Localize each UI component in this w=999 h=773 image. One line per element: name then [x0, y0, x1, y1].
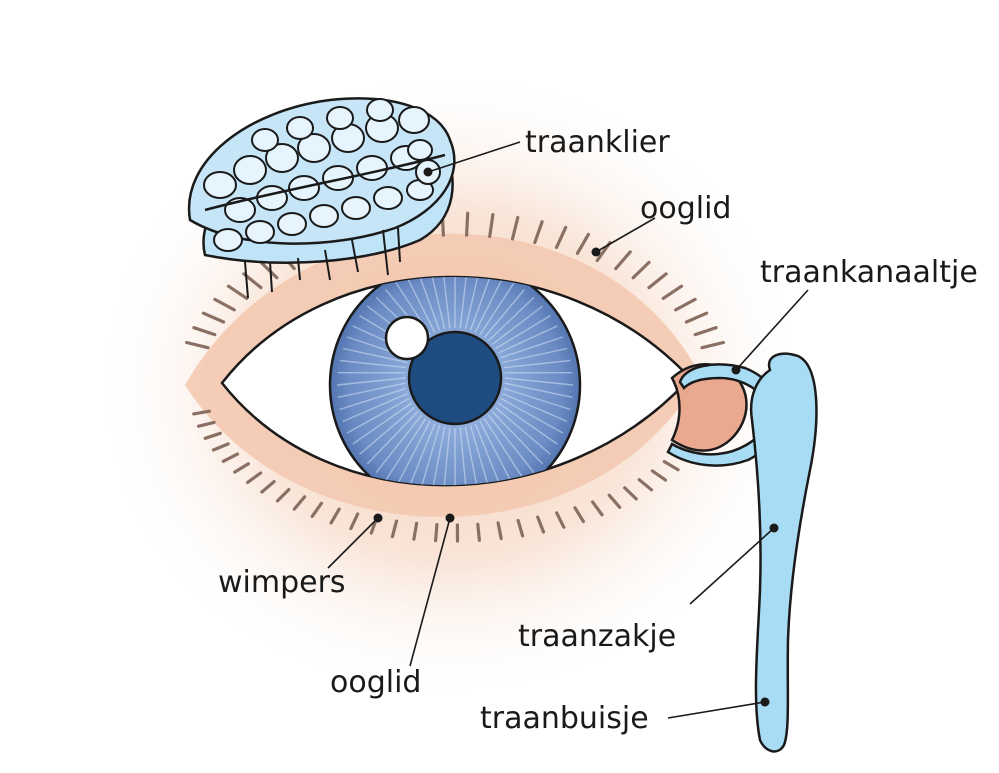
gland-lobule [374, 187, 402, 209]
gland-lobule [342, 197, 370, 219]
leader-dot [424, 168, 433, 177]
label-traanzakje: traanzakje [518, 622, 676, 652]
label-traanklier: traanklier [525, 128, 670, 158]
leader-dot [761, 698, 770, 707]
gland-lobule [357, 156, 387, 180]
gland-lobule [310, 205, 338, 227]
gland-lobule [234, 156, 266, 184]
leader-line [668, 702, 765, 718]
gland-lobule [278, 213, 306, 235]
gland-lobule [214, 229, 242, 251]
leader-dot [732, 366, 741, 375]
leader-dot [592, 248, 601, 257]
leader-dot [770, 524, 779, 533]
label-wimpers: wimpers [218, 568, 346, 598]
eyelash [478, 524, 480, 540]
gland-lobule [367, 99, 393, 121]
label-traankanaaltje: traankanaaltje [760, 258, 978, 288]
leader-dot [446, 514, 455, 523]
gland-lobule [287, 117, 313, 139]
gland-lobule [257, 186, 287, 210]
label-traanbuisje: traanbuisje [480, 704, 649, 734]
highlight [386, 317, 428, 359]
gland-lobule [399, 107, 429, 133]
eyelash [436, 525, 437, 541]
gland-lobule [246, 221, 274, 243]
eyelash [467, 213, 468, 235]
label-ooglid-bottom: ooglid [330, 668, 421, 698]
gland-lobule [327, 107, 353, 129]
gland-lobule [408, 140, 432, 160]
label-ooglid-top: ooglid [640, 194, 731, 224]
gland-lobule [252, 129, 278, 151]
leader-dot [374, 514, 383, 523]
gland-lobule [204, 172, 236, 198]
